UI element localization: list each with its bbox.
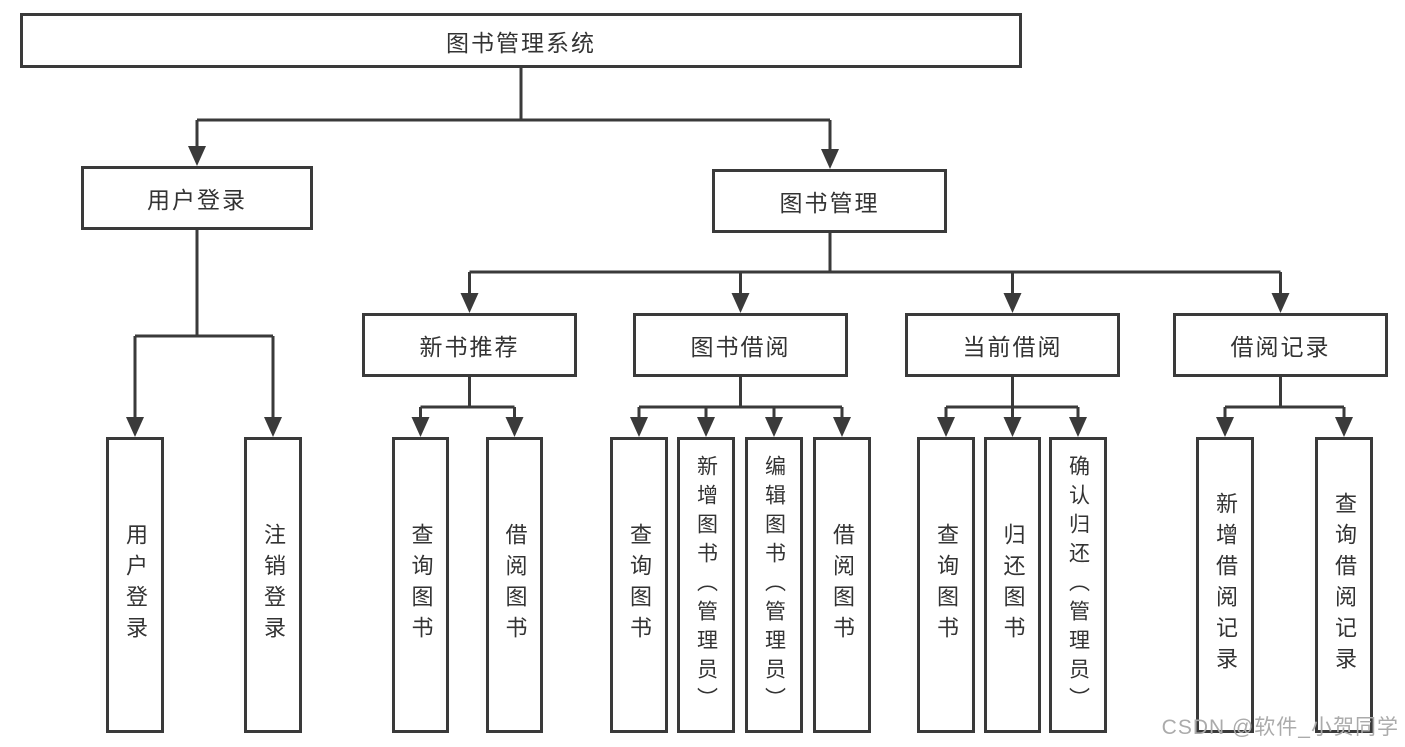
node-user-login-label: 用户登录	[147, 187, 247, 213]
connector-bookborrow-children	[630, 377, 851, 437]
leaf-borrow-query-label: 查询图书	[627, 523, 652, 647]
node-book-borrowing: 图书借阅	[633, 313, 848, 377]
connector-newbook-children	[411, 377, 524, 437]
leaf-newbook-borrow: 借阅图书	[486, 437, 543, 733]
leaf-current-return: 归还图书	[984, 437, 1041, 733]
connector-borrowrecord-children	[1216, 377, 1353, 437]
node-library-system-label: 图书管理系统	[446, 29, 596, 56]
leaf-newbook-query-label: 查询图书	[408, 523, 434, 647]
leaf-logout: 注销登录	[244, 437, 302, 733]
leaf-current-return-label: 归还图书	[1000, 523, 1026, 647]
leaf-borrow-add-admin-label: 新增图书（管理员）	[694, 454, 718, 716]
leaf-borrow-add-admin: 新增图书（管理员）	[677, 437, 735, 733]
leaf-current-confirm-admin-label: 确认归还（管理员）	[1066, 454, 1090, 716]
leaf-user-login: 用户登录	[106, 437, 164, 733]
leaf-record-query-label: 查询借阅记录	[1332, 492, 1357, 678]
node-current-borrowing: 当前借阅	[905, 313, 1120, 377]
leaf-borrow-edit-admin: 编辑图书（管理员）	[745, 437, 803, 733]
leaf-record-query: 查询借阅记录	[1315, 437, 1373, 733]
node-borrow-records-label: 借阅记录	[1230, 334, 1331, 360]
leaf-newbook-borrow-label: 借阅图书	[502, 523, 528, 647]
node-new-book-recommend: 新书推荐	[362, 313, 577, 377]
leaf-current-query-label: 查询图书	[934, 523, 959, 647]
node-book-management: 图书管理	[712, 169, 947, 233]
leaf-newbook-query: 查询图书	[392, 437, 449, 733]
connector-bookmgmt-to-level3	[460, 233, 1290, 313]
leaf-borrow-edit-admin-label: 编辑图书（管理员）	[762, 454, 786, 716]
leaf-user-login-label: 用户登录	[123, 523, 148, 647]
leaf-logout-label: 注销登录	[261, 523, 286, 647]
node-user-login: 用户登录	[81, 166, 313, 230]
leaf-borrow-borrow: 借阅图书	[813, 437, 871, 733]
leaf-borrow-borrow-label: 借阅图书	[830, 523, 855, 647]
node-book-borrowing-label: 图书借阅	[690, 334, 791, 360]
leaf-record-add-label: 新增借阅记录	[1213, 492, 1238, 678]
node-current-borrowing-label: 当前借阅	[962, 334, 1063, 360]
node-book-management-label: 图书管理	[779, 190, 880, 216]
connector-root-to-level2	[188, 68, 839, 169]
leaf-record-add: 新增借阅记录	[1196, 437, 1254, 733]
node-new-book-recommend-label: 新书推荐	[419, 334, 520, 360]
connector-userlogin-children	[126, 230, 282, 437]
leaf-current-confirm-admin: 确认归还（管理员）	[1049, 437, 1107, 733]
leaf-borrow-query: 查询图书	[610, 437, 668, 733]
csdn-watermark: CSDN @软件_小贺同学	[1161, 716, 1399, 739]
node-library-system: 图书管理系统	[20, 13, 1022, 68]
leaf-current-query: 查询图书	[917, 437, 975, 733]
node-borrow-records: 借阅记录	[1173, 313, 1388, 377]
connector-currentborrow-children	[937, 377, 1087, 437]
